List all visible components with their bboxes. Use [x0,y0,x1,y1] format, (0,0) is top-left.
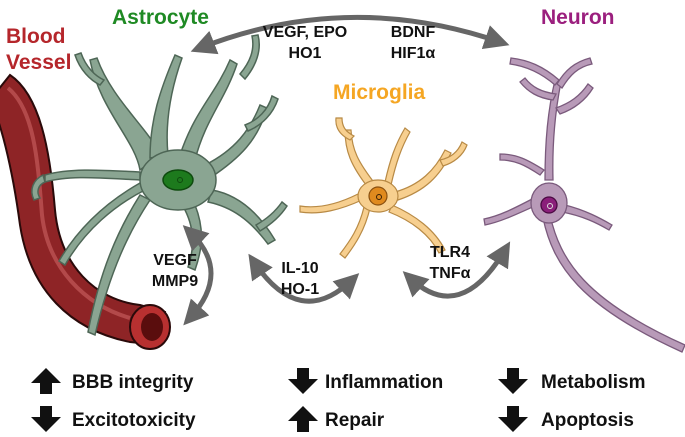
blood-vessel-title-line1: Blood [6,25,66,48]
microglia-effect-2-up-arrow [288,406,318,432]
signal-line: BDNF [390,24,436,41]
signal-line: IL-10 [281,260,319,277]
astrocyte-title: Astrocyte [112,6,209,29]
effect-label: BBB integrity [72,372,194,393]
microglia-effect-1: Inflammation [325,372,443,394]
signal-line: HIF1α [390,45,436,62]
signal-line: VEGF [153,252,197,269]
microglia-effect-2: Repair [325,410,384,432]
blood-vessel-illustration [0,73,171,350]
signal-bdnf-hif1a: BDNF HIF1α [378,22,448,64]
signal-il10-ho1: IL-10 HO-1 [270,258,330,300]
vessel-effect-2: Excitotoxicity [72,410,196,432]
blood-vessel-title: Blood Vessel [6,24,71,76]
neuron-effect-2-down-arrow [498,406,528,432]
signal-line: HO-1 [280,281,320,298]
neuron-effect-2: Apoptosis [541,410,634,432]
signal-line: VEGF, EPO [262,24,348,41]
effect-label: Metabolism [541,372,646,393]
signal-line: HO1 [288,45,322,62]
astrocyte-microglia-arrow [248,253,360,304]
astrocyte-vessel-arrow [182,225,214,326]
neuron-effect-1: Metabolism [541,372,646,394]
neuron-illustration [483,57,685,353]
signal-line: TLR4 [430,244,470,261]
signal-tlr4-tnfa: TLR4 TNFα [420,242,480,284]
microglia-effect-1-down-arrow [288,368,318,394]
effect-label: Excitotoxicity [72,410,196,431]
signal-vegf-mmp9: VEGF MMP9 [140,250,210,292]
microglia-illustration [299,117,468,259]
microglia-title: Microglia [333,81,426,104]
effect-arrows [31,368,528,432]
signal-line: TNFα [429,265,471,282]
vessel-effect-1-up-arrow [31,368,61,394]
neuron-effect-1-down-arrow [498,368,528,394]
microglia-neuron-arrow [402,241,511,299]
effect-label: Apoptosis [541,410,634,431]
astrocyte-neuron-arrow [190,15,510,55]
vessel-effect-2-down-arrow [31,406,61,432]
effect-label: Inflammation [325,372,444,393]
neuron-title: Neuron [541,6,615,29]
signal-vegf-epo-ho1: VEGF, EPO HO1 [255,22,355,64]
blood-vessel-title-line2: Vessel [6,51,72,74]
vessel-effect-1: BBB integrity [72,372,193,394]
signal-line: MMP9 [151,273,199,290]
effect-label: Repair [325,410,385,431]
